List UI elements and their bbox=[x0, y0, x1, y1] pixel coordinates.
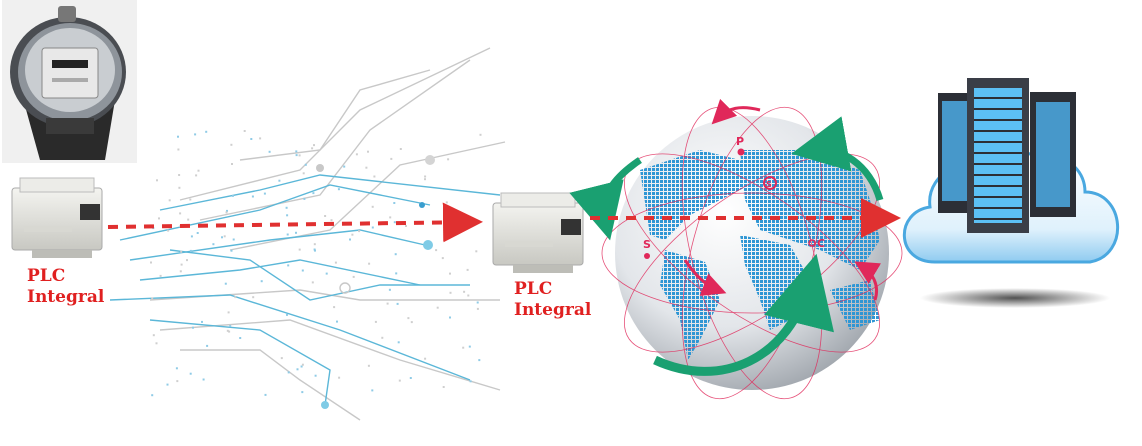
circuit-background bbox=[109, 47, 506, 421]
plc-module-icon bbox=[11, 177, 103, 258]
globe-point-p: P bbox=[736, 135, 744, 148]
globe-point-s-top: S bbox=[766, 180, 772, 189]
globe-point-c: C bbox=[817, 237, 825, 250]
plc-label-left-line2: Integral bbox=[27, 287, 105, 307]
plc-module-icon bbox=[492, 192, 584, 273]
cloud-server-icon bbox=[902, 78, 1119, 308]
plc-label-left: PLC Integral bbox=[27, 266, 104, 308]
plc-label-middle-line1: PLC bbox=[514, 279, 553, 299]
plc-label-middle: PLC Integral bbox=[514, 279, 591, 321]
electricity-meter-icon bbox=[2, 0, 137, 163]
arrow-right-icon bbox=[107, 202, 483, 243]
globe-point-s-left: S bbox=[643, 238, 651, 251]
plc-label-middle-line2: Integral bbox=[514, 300, 592, 320]
dot-field bbox=[150, 130, 482, 397]
globe-network-icon: P S S C bbox=[569, 98, 903, 400]
plc-label-left-line1: PLC bbox=[27, 266, 66, 286]
